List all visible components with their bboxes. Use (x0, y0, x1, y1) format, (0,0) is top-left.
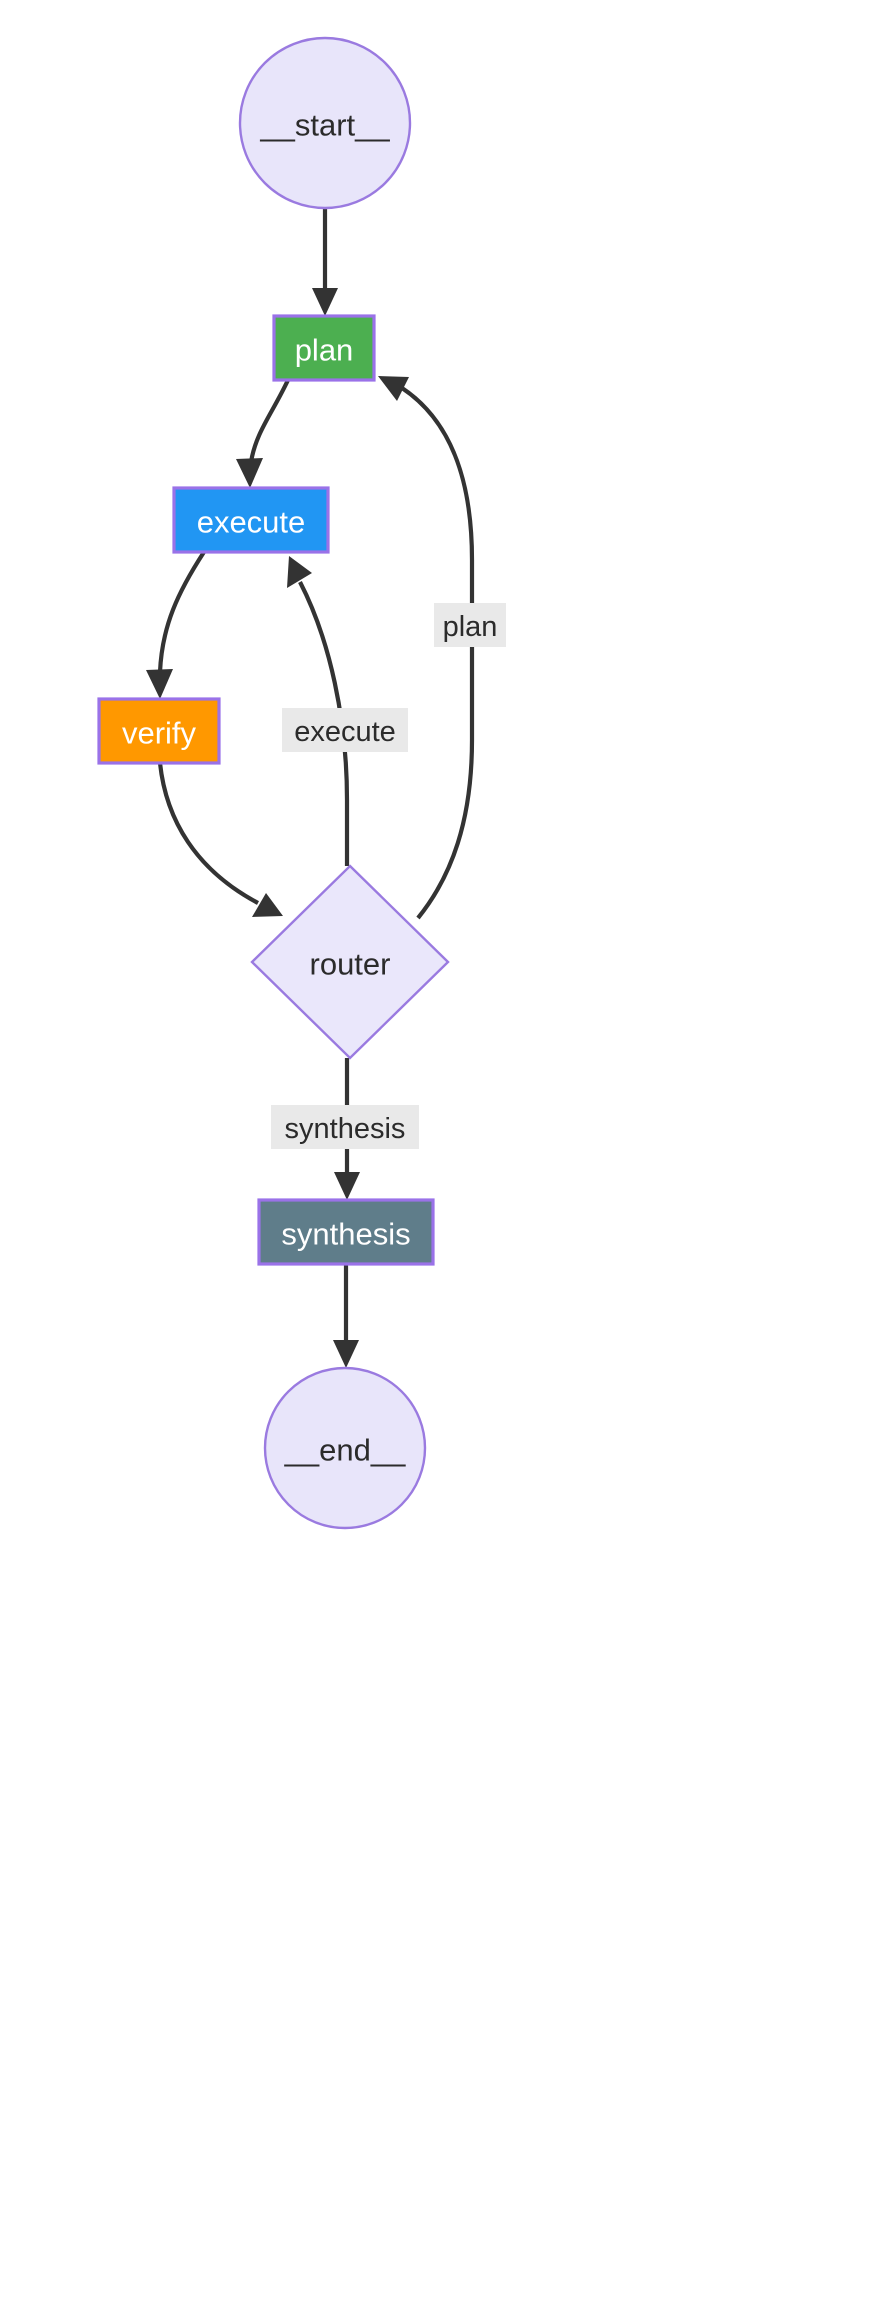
synthesis-node-label: synthesis (281, 1217, 410, 1252)
node-start[interactable]: __start__ (238, 36, 412, 210)
plan-node-rect[interactable] (272, 314, 376, 382)
edge-router-execute (287, 556, 350, 866)
arrowhead-router-synthesis (334, 1172, 360, 1200)
arrowhead-synthesis-end (333, 1340, 359, 1368)
edge-router-plan (378, 376, 475, 920)
node-execute[interactable]: execute (172, 486, 330, 554)
plan-node-label: plan (295, 333, 354, 368)
edge-label-plan-text: plan (443, 611, 498, 643)
edge-plan-execute (236, 379, 290, 488)
arrowhead-router-execute (287, 556, 312, 588)
edge-synthesis-end (333, 1264, 359, 1368)
end-node-label: __end__ (284, 1433, 406, 1468)
arrowhead-start-plan (312, 288, 338, 316)
end-node-circle[interactable] (263, 1366, 427, 1530)
edge-path-router-execute (298, 581, 350, 866)
edge-label-layer: plan execute synthesis (271, 603, 506, 1149)
edge-execute-verify (146, 550, 206, 699)
arrowhead-plan-execute (236, 458, 263, 488)
start-node-label: __start__ (259, 108, 390, 143)
synthesis-node-rect[interactable] (257, 1198, 435, 1266)
arrowhead-execute-verify (146, 669, 173, 699)
router-node-label: router (310, 947, 391, 982)
start-node-circle[interactable] (238, 36, 412, 210)
arrowhead-verify-router (252, 893, 283, 917)
edge-label-plan: plan (434, 603, 506, 647)
edge-path-execute-verify (157, 550, 206, 673)
edge-layer (146, 208, 475, 1368)
edge-label-execute-text: execute (294, 716, 396, 748)
edge-path-router-plan (400, 386, 475, 920)
edge-label-execute: execute (282, 708, 408, 752)
edge-verify-router (157, 762, 283, 917)
node-layer: __start__ plan execute verify router syn… (97, 36, 450, 1530)
edge-label-synthesis-text: synthesis (285, 1113, 406, 1145)
verify-node-label: verify (122, 716, 197, 751)
edge-label-execute-bg (282, 708, 408, 752)
verify-node-rect[interactable] (97, 697, 221, 765)
execute-node-label: execute (197, 505, 306, 540)
edge-label-synthesis-bg (271, 1105, 419, 1149)
edge-path-plan-execute (248, 379, 290, 463)
node-plan[interactable]: plan (272, 314, 376, 382)
node-verify[interactable]: verify (97, 697, 221, 765)
node-end[interactable]: __end__ (263, 1366, 427, 1530)
edge-start-plan (312, 208, 338, 316)
node-synthesis[interactable]: synthesis (257, 1198, 435, 1266)
router-node-diamond[interactable] (250, 864, 450, 1060)
execute-node-rect[interactable] (172, 486, 330, 554)
edge-path-verify-router (157, 762, 259, 905)
edge-label-synthesis: synthesis (271, 1105, 419, 1149)
arrowhead-router-plan (378, 376, 409, 401)
edge-label-plan-bg (434, 603, 506, 647)
node-router[interactable]: router (250, 864, 450, 1060)
